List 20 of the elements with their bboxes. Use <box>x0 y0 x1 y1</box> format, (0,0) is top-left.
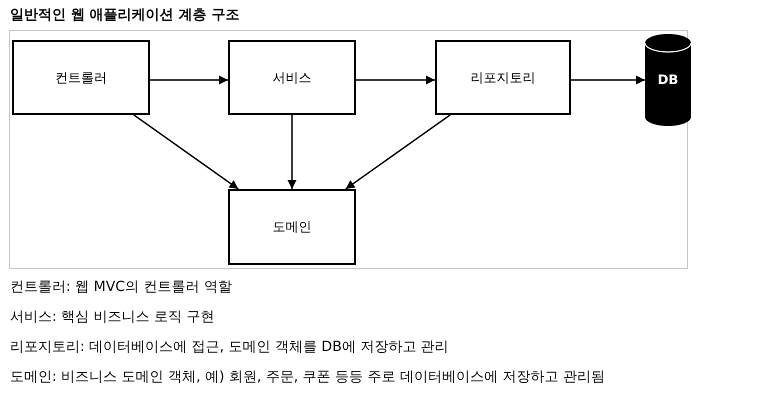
description-text: 도메인: 비즈니스 도메인 객체, 예) 회원, 주문, 쿠폰 등등 주로 데이터베이스에 저장하고 관리됨 <box>10 368 605 386</box>
node-label: DB <box>658 72 678 88</box>
description-text: 컨트롤러: 웹 MVC의 컨트롤러 역할 <box>10 278 232 296</box>
description-text: 서비스: 핵심 비즈니스 로직 구현 <box>10 308 215 326</box>
diagram-title: 일반적인 웹 애플리케이션 계층 구조 <box>10 6 240 24</box>
layer-box <box>435 40 571 115</box>
description-text: 리포지토리: 데이터베이스에 접근, 도메인 객체를 DB에 저장하고 관리 <box>10 338 449 356</box>
arrow <box>345 114 450 190</box>
node-label: 리포지토리 <box>470 70 536 86</box>
layer-box <box>228 189 356 265</box>
node-label: 컨트롤러 <box>55 70 107 86</box>
layer-box <box>12 40 150 115</box>
arrow <box>288 115 296 189</box>
arrow <box>571 76 645 84</box>
arrow <box>356 76 435 84</box>
layer-box <box>228 40 356 115</box>
node-label: 서비스 <box>272 70 312 86</box>
node-label: 도메인 <box>272 219 312 236</box>
arrow <box>150 76 228 84</box>
arrow <box>134 114 239 190</box>
